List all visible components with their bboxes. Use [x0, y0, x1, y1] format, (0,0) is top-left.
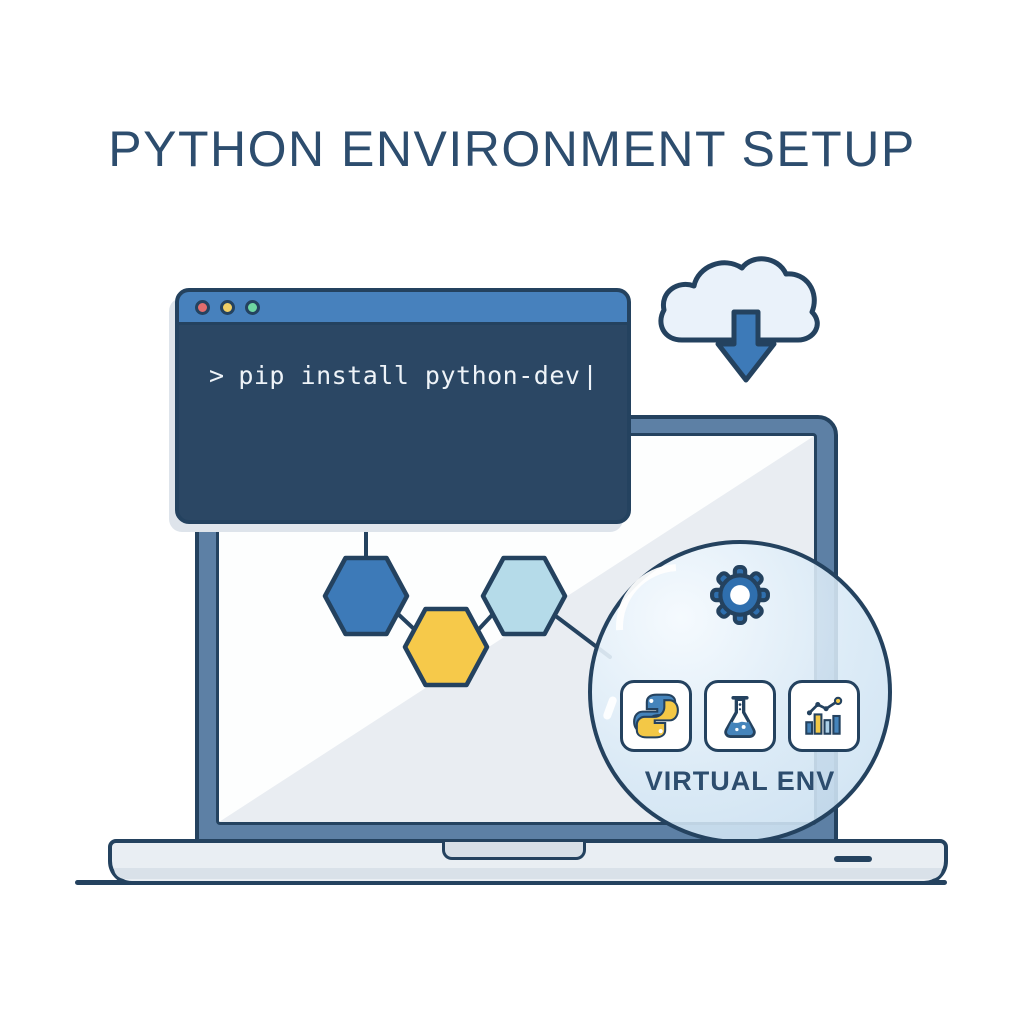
chart-card — [788, 680, 860, 752]
laptop-base — [108, 839, 948, 885]
flask-icon — [724, 695, 756, 738]
virtual-env-bubble: VIRTUAL ENV — [588, 538, 892, 844]
virtual-env-label: VIRTUAL ENV — [644, 766, 836, 796]
tool-cards — [620, 680, 860, 752]
python-logo-icon — [633, 693, 679, 739]
cloud-download — [658, 256, 820, 383]
page-title: PYTHON ENVIRONMENT SETUP — [108, 121, 916, 177]
bubble-highlight-dash — [602, 695, 618, 721]
gear-icon — [710, 565, 770, 625]
flask-card — [704, 680, 776, 752]
terminal-titlebar — [179, 292, 627, 325]
terminal-cursor: | — [582, 361, 599, 390]
base-dash — [834, 856, 872, 862]
trackpad-notch — [442, 842, 586, 860]
download-arrow-icon — [715, 309, 777, 383]
terminal-window: > pip install python-dev| — [175, 288, 631, 524]
terminal-prompt: > — [209, 361, 225, 390]
terminal-command: pip install python-dev — [238, 361, 581, 390]
close-button[interactable] — [195, 299, 210, 315]
maximize-button[interactable] — [245, 299, 260, 315]
bar-chart-icon — [805, 696, 843, 735]
cloud-icon — [658, 256, 820, 343]
minimize-button[interactable] — [220, 299, 235, 315]
python-card — [620, 680, 692, 752]
terminal-body[interactable]: > pip install python-dev| — [179, 325, 627, 390]
